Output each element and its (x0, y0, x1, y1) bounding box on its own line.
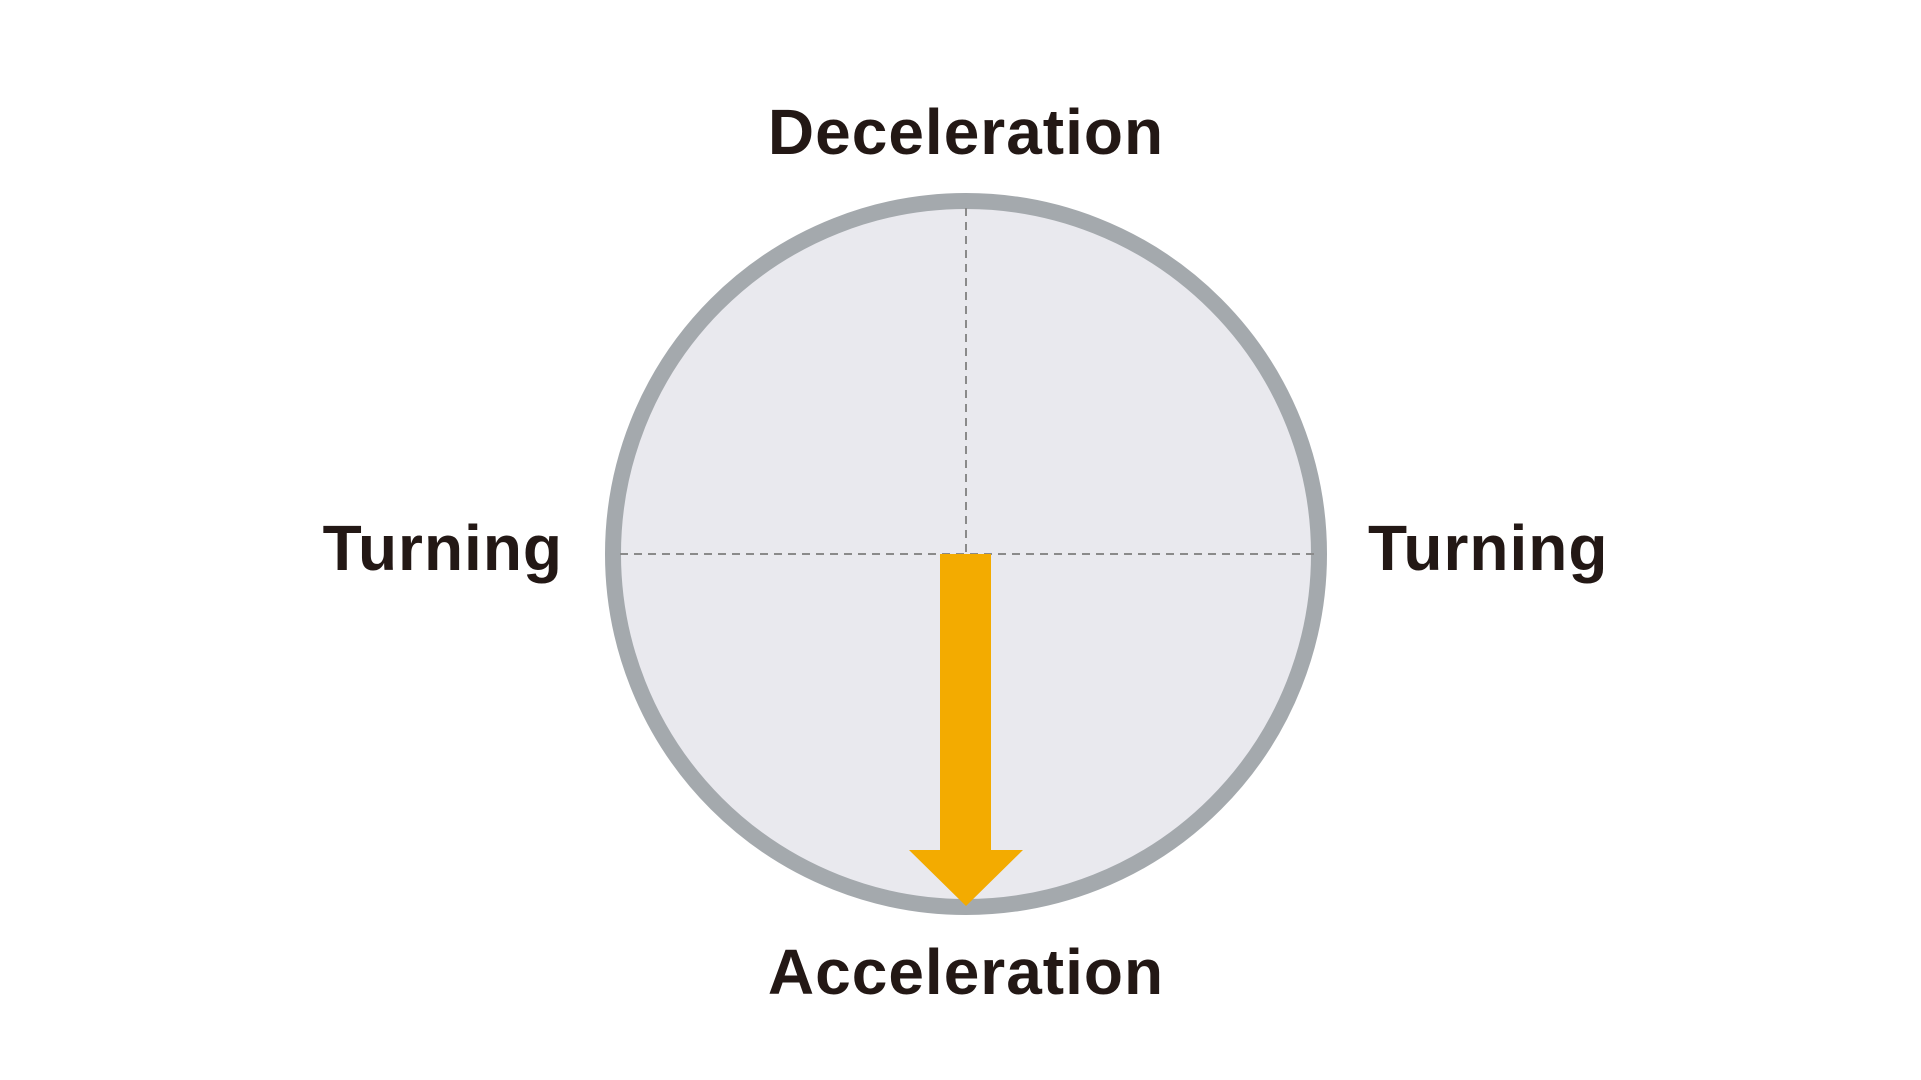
deceleration-label: Deceleration (767, 96, 1165, 168)
acceleration-arrow-icon (909, 554, 1023, 906)
turning-left-label: Turning (322, 512, 563, 584)
turning-right-label: Turning (1368, 512, 1609, 584)
acceleration-label: Acceleration (767, 936, 1165, 1008)
